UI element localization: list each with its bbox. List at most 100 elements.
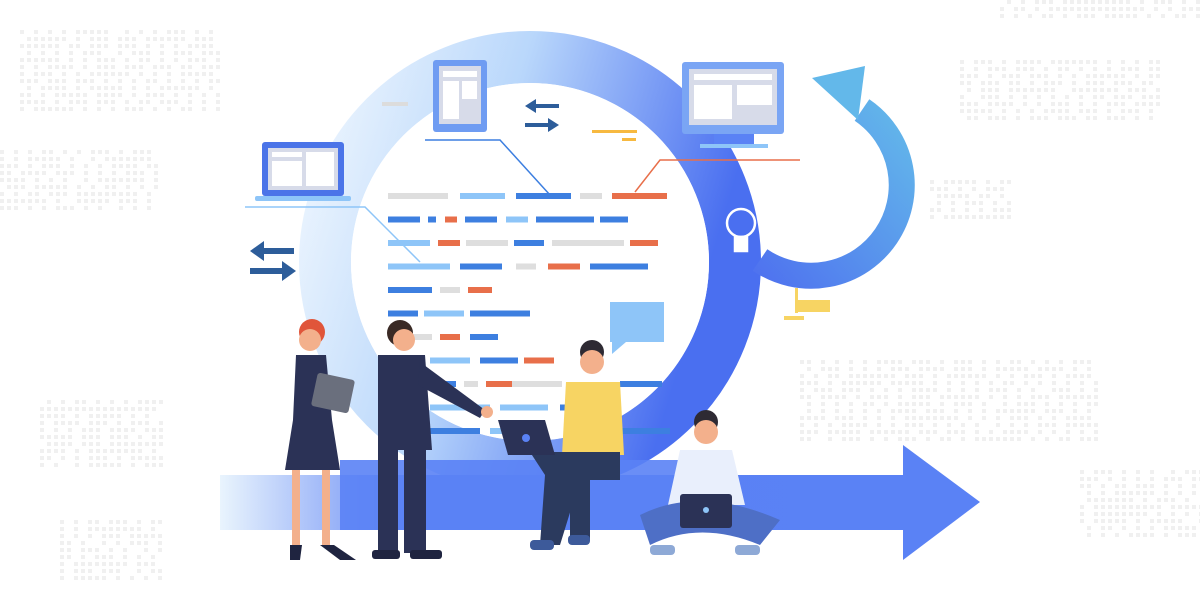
background-dot <box>961 367 965 371</box>
background-dot <box>96 456 100 460</box>
swap-arrows-icon <box>250 241 296 281</box>
background-dot <box>1000 215 1004 219</box>
background-dot <box>995 81 999 85</box>
background-dot <box>60 520 64 524</box>
background-dot <box>919 395 923 399</box>
background-dot <box>1114 102 1118 106</box>
background-dot <box>967 88 971 92</box>
background-dot <box>54 407 58 411</box>
background-dot <box>1091 0 1095 4</box>
background-dot <box>1024 409 1028 413</box>
background-dot <box>102 555 106 559</box>
background-dot <box>181 86 185 90</box>
background-dot <box>181 30 185 34</box>
background-dot <box>1143 491 1147 495</box>
background-dot <box>1066 437 1070 441</box>
background-dot <box>1136 484 1140 488</box>
background-dot <box>153 65 157 69</box>
background-dot <box>69 100 73 104</box>
background-dot <box>1087 437 1091 441</box>
background-dot <box>807 395 811 399</box>
background-dot <box>97 107 101 111</box>
background-dot <box>1080 512 1084 516</box>
background-dot <box>112 192 116 196</box>
background-dot <box>102 576 106 580</box>
background-dot <box>958 194 962 198</box>
background-dot <box>145 414 149 418</box>
background-dot <box>47 442 51 446</box>
code-line-segment <box>464 381 478 387</box>
background-dot <box>111 107 115 111</box>
background-dot <box>1107 60 1111 64</box>
background-dot <box>828 430 832 434</box>
background-dot <box>821 416 825 420</box>
background-dot <box>1094 381 1098 385</box>
background-dot <box>70 164 74 168</box>
background-dot <box>82 435 86 439</box>
background-dot <box>1044 81 1048 85</box>
background-dot <box>90 51 94 55</box>
background-dot <box>70 171 74 175</box>
background-dot <box>1100 74 1104 78</box>
background-dot <box>74 520 78 524</box>
background-dot <box>109 569 113 573</box>
background-dot <box>1024 416 1028 420</box>
background-dot <box>154 178 158 182</box>
background-dot <box>96 421 100 425</box>
background-dot <box>800 360 804 364</box>
background-dot <box>62 107 66 111</box>
background-dot <box>1051 95 1055 99</box>
background-dot <box>1066 381 1070 385</box>
background-dot <box>1016 109 1020 113</box>
background-dot <box>104 44 108 48</box>
background-dot <box>1108 477 1112 481</box>
background-dot <box>947 430 951 434</box>
background-dot <box>877 367 881 371</box>
background-dot <box>56 199 60 203</box>
background-dot <box>133 178 137 182</box>
background-dot <box>1080 484 1084 488</box>
background-dot <box>83 30 87 34</box>
code-line-segment <box>412 334 432 340</box>
background-dot <box>55 37 59 41</box>
background-dot <box>131 463 135 467</box>
background-dot <box>1133 14 1137 18</box>
background-dot <box>60 527 64 531</box>
background-dot <box>147 206 151 210</box>
background-dot <box>140 157 144 161</box>
background-dot <box>111 100 115 104</box>
background-dot <box>160 93 164 97</box>
background-dot <box>1044 74 1048 78</box>
background-dot <box>1171 526 1175 530</box>
background-dot <box>27 86 31 90</box>
background-dot <box>1042 14 1046 18</box>
background-dot <box>118 51 122 55</box>
background-dot <box>807 402 811 406</box>
background-dot <box>1023 88 1027 92</box>
background-dot <box>1073 395 1077 399</box>
background-dot <box>919 367 923 371</box>
background-dot <box>1121 95 1125 99</box>
background-dot <box>112 157 116 161</box>
background-dot <box>1121 60 1125 64</box>
background-dot <box>1077 0 1081 4</box>
background-dot <box>1037 88 1041 92</box>
background-dot <box>1066 423 1070 427</box>
background-dot <box>1094 437 1098 441</box>
background-dot <box>188 65 192 69</box>
background-dot <box>202 100 206 104</box>
background-dot <box>124 400 128 404</box>
background-dot <box>898 402 902 406</box>
background-dot <box>1080 381 1084 385</box>
background-dot <box>70 206 74 210</box>
background-dot <box>937 187 941 191</box>
background-dot <box>209 65 213 69</box>
background-dot <box>118 37 122 41</box>
background-dot <box>905 367 909 371</box>
background-dot <box>145 421 149 425</box>
background-dot <box>814 381 818 385</box>
background-dot <box>42 185 46 189</box>
background-dot <box>1157 498 1161 502</box>
background-dot <box>116 562 120 566</box>
background-dot <box>1052 409 1056 413</box>
